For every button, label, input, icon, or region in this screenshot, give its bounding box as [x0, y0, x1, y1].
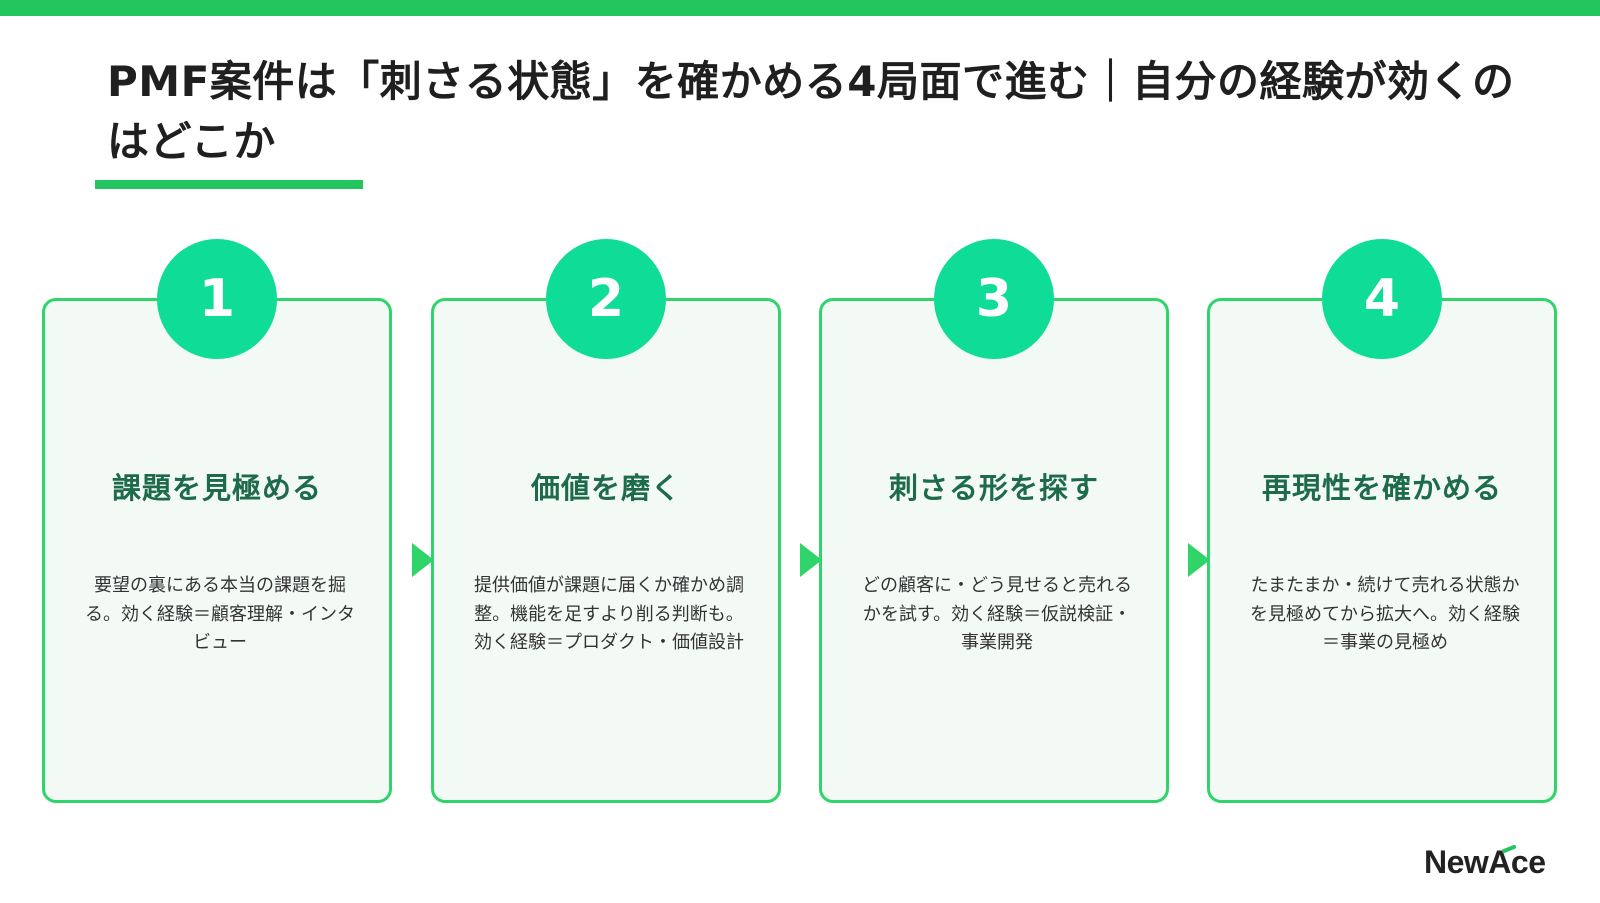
flow-arrow-icon	[1188, 543, 1210, 577]
step-number-badge: 1	[157, 239, 277, 359]
step-number-badge: 4	[1322, 239, 1442, 359]
step-card-2: 価値を磨く 提供価値が課題に届くか確かめ調整。機能を足すより削る判断も。効く経験…	[431, 298, 781, 803]
step-number-badge: 2	[546, 239, 666, 359]
page-title: PMF案件は「刺さる状態」を確かめる4局面で進む｜自分の経験が効くのはどこか	[107, 57, 1515, 166]
step-card-3: 刺さる形を探す どの顧客に・どう見せると売れるかを試す。効く経験＝仮説検証・事業…	[819, 298, 1169, 803]
brand-logo: NewAce	[1424, 844, 1546, 880]
step-heading: 課題を見極める	[111, 471, 322, 505]
title-underline	[95, 180, 363, 189]
step-description: たまたまか・続けて売れる状態かを見極めてから拡大へ。効く経験＝事業の見極め	[1250, 575, 1520, 653]
step-heading: 刺さる形を探す	[888, 471, 1099, 505]
step-heading: 価値を磨く	[530, 471, 681, 505]
flow-arrow-icon	[800, 543, 822, 577]
step-number-badge: 3	[934, 239, 1054, 359]
step-description: どの顧客に・どう見せると売れるかを試す。効く経験＝仮説検証・事業開発	[862, 575, 1132, 653]
step-description: 要望の裏にある本当の課題を掘る。効く経験＝顧客理解・インタビュー	[85, 575, 355, 653]
step-card-1: 課題を見極める 要望の裏にある本当の課題を掘る。効く経験＝顧客理解・インタビュー	[42, 298, 392, 803]
step-card-4: 再現性を確かめる たまたまか・続けて売れる状態かを見極めてから拡大へ。効く経験＝…	[1207, 298, 1557, 803]
step-description: 提供価値が課題に届くか確かめ調整。機能を足すより削る判断も。効く経験＝プロダクト…	[474, 575, 744, 653]
step-heading: 再現性を確かめる	[1261, 471, 1502, 505]
logo-accent-icon	[1502, 845, 1516, 853]
top-accent-bar	[0, 0, 1600, 16]
flow-arrow-icon	[412, 543, 434, 577]
